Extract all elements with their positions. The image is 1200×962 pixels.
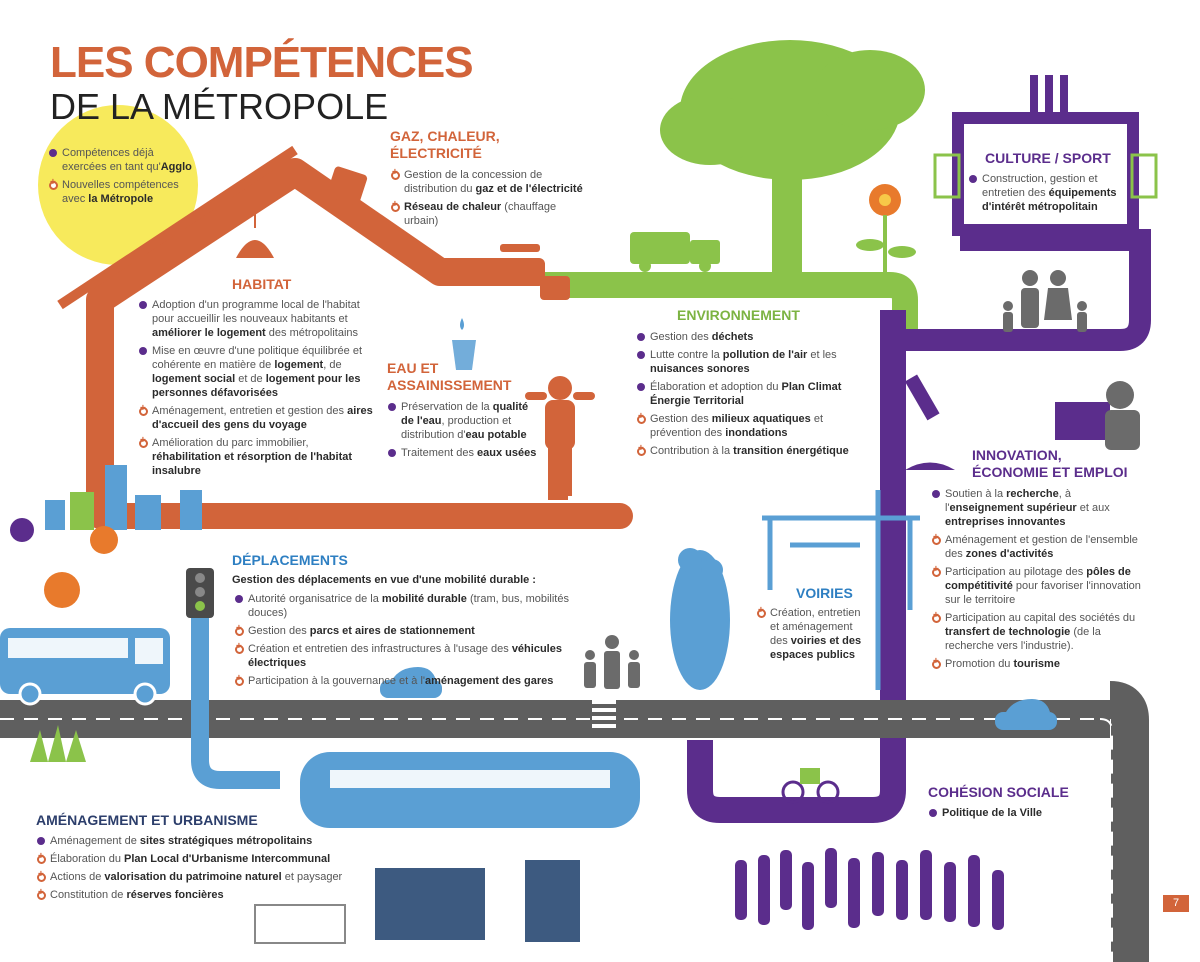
competence-item: Aménagement de sites stratégiques métrop…: [36, 834, 356, 848]
section-title-innovation: INNOVATION,ÉCONOMIE ET EMPLOI: [972, 447, 1128, 480]
section-title-cohesion: COHÉSION SOCIALE: [928, 784, 1069, 800]
shower-person-icon: [525, 376, 595, 496]
competence-item: Contribution à la transition énergétique: [636, 442, 851, 458]
faucet-handle: [500, 244, 540, 252]
section-list-amenagement: Aménagement de sites stratégiques métrop…: [36, 834, 356, 906]
competence-item: Participation au pilotage des pôles de c…: [931, 563, 1146, 607]
lamp-icon: [236, 240, 274, 258]
crosswalk: [592, 700, 616, 728]
legend-new: Nouvelles compétences avec la Métropole: [48, 176, 198, 206]
faucet-spout: [540, 276, 570, 300]
section-list-eau: Préservation de la qualité de l'eau, pro…: [387, 400, 537, 464]
house-chimney: [57, 145, 298, 310]
green-pipe: [545, 272, 918, 330]
section-list-cohesion: Politique de la Ville: [928, 806, 1098, 824]
competence-item: Constitution de réserves foncières: [36, 886, 356, 902]
grass-icon: [30, 725, 86, 762]
section-title-voiries: VOIRIES: [796, 585, 853, 601]
section-title-gaz: GAZ, CHALEUR,ÉLECTRICITÉ: [390, 128, 500, 161]
tree-icon: [660, 40, 925, 280]
competence-item: Politique de la Ville: [928, 806, 1098, 820]
tram-icon: [300, 752, 640, 828]
water-glass-icon: [452, 340, 476, 370]
small-trees-icon: [10, 518, 118, 608]
section-list-gaz: Gestion de la concession de distribution…: [390, 166, 590, 232]
competence-item: Aménagement et gestion de l'ensemble des…: [931, 531, 1146, 561]
section-list-innovation: Soutien à la recherche, à l'enseignement…: [931, 487, 1146, 675]
competence-item: Élaboration et adoption du Plan Climat É…: [636, 380, 851, 408]
section-intro-deplacements: Gestion des déplacements en vue d'une mo…: [232, 574, 536, 586]
family-icon: [1003, 270, 1087, 332]
radiator-icon: [326, 166, 368, 206]
garbage-truck-icon: [630, 232, 720, 272]
road-vertical: [1108, 681, 1149, 962]
buildings-icon: [254, 860, 580, 944]
section-title-environnement: ENVIRONNEMENT: [677, 307, 800, 323]
flower-icon: [856, 184, 916, 272]
section-title-habitat: HABITAT: [232, 276, 292, 292]
statue-icon: [670, 548, 730, 690]
competence-item: Gestion des parcs et aires de stationnem…: [234, 622, 604, 638]
competence-item: Gestion de la concession de distribution…: [390, 166, 590, 196]
competence-item: Gestion des milieux aquatiques et préven…: [636, 410, 851, 440]
page-number: 7: [1163, 895, 1189, 912]
traffic-light-icon: [186, 568, 214, 618]
competence-item: Autorité organisatrice de la mobilité du…: [234, 592, 604, 620]
competence-item: Mise en œuvre d'une politique équilibrée…: [138, 344, 373, 400]
competence-item: Gestion des déchets: [636, 330, 851, 344]
legend-existing: Compétences déjà exercées en tant qu'Agg…: [48, 146, 198, 174]
section-title-culture: CULTURE / SPORT: [985, 150, 1111, 166]
competence-item: Préservation de la qualité de l'eau, pro…: [387, 400, 537, 442]
page-title: LES COMPÉTENCES: [50, 38, 474, 87]
competence-item: Soutien à la recherche, à l'enseignement…: [931, 487, 1146, 529]
competence-item: Création et entretien des infrastructure…: [234, 640, 604, 670]
houses-icon: [45, 465, 202, 530]
legend: Compétences déjà exercées en tant qu'Agg…: [48, 146, 198, 210]
competence-item: Traitement des eaux usées: [387, 446, 537, 460]
section-list-habitat: Adoption d'un programme local de l'habit…: [138, 298, 373, 482]
crowd-icon: [735, 848, 1004, 930]
section-list-deplacements: Autorité organisatrice de la mobilité du…: [234, 592, 604, 692]
competence-item: Participation au capital des sociétés du…: [931, 609, 1146, 653]
blue-pipe: [191, 600, 280, 789]
section-list-culture: Construction, gestion et entretien des é…: [968, 172, 1128, 218]
house-outline: [86, 158, 510, 508]
competence-item: Lutte contre la pollution de l'air et le…: [636, 348, 851, 376]
crane-icon: [762, 490, 920, 690]
competence-item: Actions de valorisation du patrimoine na…: [36, 868, 356, 884]
cyclist-icon: [781, 768, 840, 804]
purple-pipe: [687, 310, 906, 823]
competence-item: Construction, gestion et entretien des é…: [968, 172, 1128, 214]
bus-icon: [0, 628, 170, 706]
section-list-voiries: Création, entretien et aménagement des v…: [756, 604, 866, 666]
section-title-amenagement: AMÉNAGEMENT ET URBANISME: [36, 812, 258, 828]
purple-pipe-upper: [893, 229, 1151, 351]
competence-item: Aménagement, entretien et gestion des ai…: [138, 402, 373, 432]
competence-item: Amélioration du parc immobilier, réhabil…: [138, 434, 373, 478]
section-title-deplacements: DÉPLACEMENTS: [232, 552, 348, 568]
competence-item: Réseau de chaleur (chauffage urbain): [390, 198, 590, 228]
competence-item: Promotion du tourisme: [931, 655, 1146, 671]
competence-item: Participation à la gouvernance et à l'am…: [234, 672, 604, 688]
microscope-icon: [904, 374, 955, 470]
competence-item: Élaboration du Plan Local d'Urbanisme In…: [36, 850, 356, 866]
computer-user-icon: [1055, 381, 1140, 450]
stadium-icon: [933, 75, 1158, 236]
competence-item: Création, entretien et aménagement des v…: [756, 604, 866, 662]
competence-item: Adoption d'un programme local de l'habit…: [138, 298, 373, 340]
faucet-body: [495, 258, 545, 286]
page-subtitle: DE LA MÉTROPOLE: [50, 86, 389, 127]
